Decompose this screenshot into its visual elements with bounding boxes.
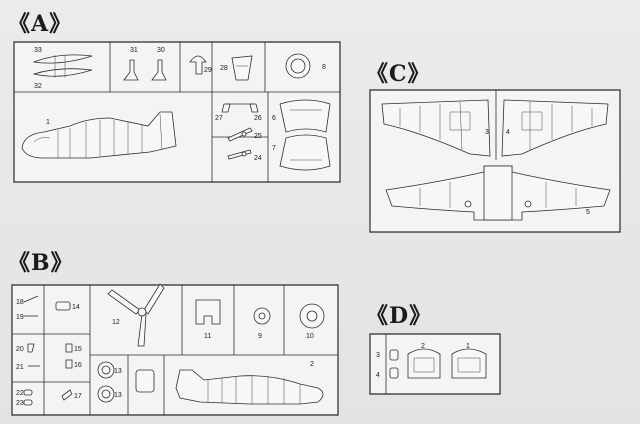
part-28-label: 28: [220, 65, 228, 72]
part-13a-shape: [97, 361, 115, 379]
part-22-shape: [23, 389, 33, 396]
part-6-shape: [279, 99, 331, 133]
part-20-shape: [27, 343, 35, 353]
part-11-label: 11: [204, 333, 211, 340]
part-26-label: 26: [254, 115, 262, 122]
sprue-b: [11, 283, 339, 416]
part-31-label: 31: [130, 47, 138, 54]
part-d1-label: 1: [466, 343, 470, 350]
part-9-shape: [253, 307, 271, 325]
part-13b-label: 13: [114, 392, 122, 399]
part-28-shape: [231, 55, 253, 81]
part-33-shape: [32, 54, 93, 64]
sprue-d: [369, 333, 501, 395]
part-20-label: 20: [16, 346, 24, 353]
part-13b-shape: [97, 385, 115, 403]
part-d2-shape: [407, 348, 441, 379]
part-32-shape: [32, 68, 93, 77]
part-4-shape: [501, 99, 609, 157]
part-2-label: 2: [310, 361, 314, 368]
section-label-a: 《A》: [8, 11, 73, 37]
part-9-label: 9: [258, 333, 262, 340]
sprue-c: [369, 89, 621, 233]
part-17-shape: [61, 389, 73, 401]
part-d2-label: 2: [421, 343, 425, 350]
part-d1-shape: [451, 348, 487, 379]
part-29-label: 29: [204, 67, 212, 74]
part-24-label: 24: [254, 155, 262, 162]
part-25-shape: [227, 127, 253, 142]
part-25-label: 25: [254, 133, 262, 140]
part-6-label: 6: [272, 115, 276, 122]
part-23-label: 23: [16, 400, 24, 407]
part-30-label: 30: [157, 47, 165, 54]
part-2-shape: [175, 369, 324, 405]
part-3-shape: [381, 99, 491, 157]
part-31-shape: [123, 59, 139, 81]
part-3-label: 3: [485, 129, 489, 136]
part-12-shape: [107, 283, 165, 347]
part-17-label: 17: [74, 393, 82, 400]
part-d3-label: 3: [376, 352, 380, 359]
part-18-shape: [23, 295, 39, 303]
part-19-label: 19: [16, 314, 24, 321]
part-30-shape: [151, 59, 167, 81]
part-33-label: 33: [34, 47, 42, 54]
part-8-label: 8: [322, 64, 326, 71]
section-label-c: 《C》: [366, 61, 431, 87]
part-7-shape: [279, 134, 331, 171]
part-27-label: 27: [215, 115, 223, 122]
part-18-label: 18: [16, 299, 24, 306]
part-7-label: 7: [272, 145, 276, 152]
canopy-frame-shape: [135, 369, 155, 393]
section-label-b: 《B》: [8, 250, 74, 276]
part-16-shape: [65, 359, 73, 369]
part-d4-label: 4: [376, 372, 380, 379]
section-label-d: 《D》: [366, 303, 433, 329]
part-10-label: 10: [306, 333, 314, 340]
part-1-shape: [21, 111, 177, 159]
part-15-shape: [65, 343, 73, 353]
part-d4-shape: [389, 367, 399, 379]
part-21-label: 21: [16, 364, 24, 371]
part-16-label: 16: [74, 362, 82, 369]
part-22-label: 22: [16, 390, 24, 397]
part-15-label: 15: [74, 346, 82, 353]
part-13a-label: 13: [114, 368, 122, 375]
sprue-a: [13, 41, 341, 183]
part-23-shape: [23, 399, 33, 406]
part-d3-shape: [389, 349, 399, 361]
part-32-label: 32: [34, 83, 42, 90]
part-11-shape: [195, 299, 221, 325]
part-5-label: 5: [586, 209, 590, 216]
part-14-label: 14: [72, 304, 80, 311]
part-14-shape: [55, 301, 71, 311]
part-4-label: 4: [506, 129, 510, 136]
part-1-label: 1: [46, 119, 50, 126]
part-29-shape: [189, 55, 207, 75]
part-12-label: 12: [112, 319, 120, 326]
